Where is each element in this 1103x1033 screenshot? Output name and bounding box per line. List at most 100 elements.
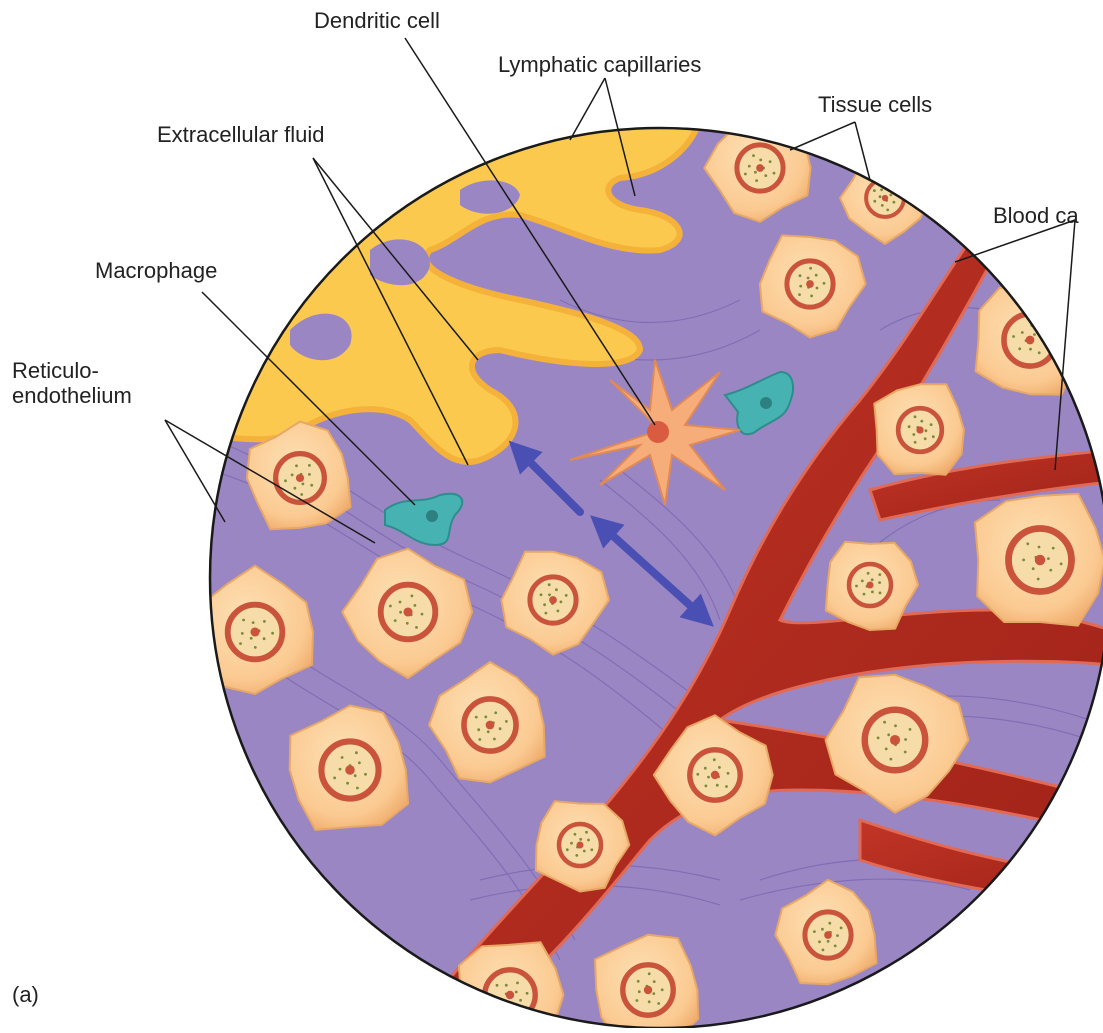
nucleolus [867,582,874,589]
chromatin-dot [727,772,730,775]
chromatin-dot [818,940,821,943]
chromatin-dot [1037,578,1040,581]
chromatin-dot [1026,542,1029,545]
chromatin-dot [883,721,886,724]
chromatin-dot [657,1002,660,1005]
chromatin-dot [932,435,935,438]
chromatin-dot [809,267,812,270]
label-reticulo-line1: Reticulo- [12,358,132,383]
chromatin-dot [834,945,837,948]
chromatin-dot [813,930,816,933]
chromatin-dot [904,751,907,754]
chromatin-dot [496,984,499,987]
chromatin-dot [696,773,699,776]
chromatin-dot [358,761,361,764]
chromatin-dot [890,758,893,761]
chromatin-dot [636,999,639,1002]
chromatin-dot [364,773,367,776]
chromatin-dot [339,768,342,771]
nucleolus [549,596,557,604]
chromatin-dot [516,982,519,985]
chromatin-dot [713,758,716,761]
chromatin-dot [590,848,593,851]
nucleolus [890,735,900,745]
label-lymphatic-capillaries: Lymphatic capillaries [498,52,701,77]
nucleolus [882,195,888,201]
chromatin-dot [406,622,409,625]
leader-tissue-1 [790,122,855,150]
chromatin-dot [389,605,392,608]
chromatin-dot [718,766,721,769]
chromatin-dot [904,738,907,741]
chromatin-dot [648,972,651,975]
chromatin-dot [302,483,305,486]
chromatin-dot [560,601,563,604]
chromatin-dot [755,179,758,182]
chromatin-dot [291,474,294,477]
chromatin-dot [822,949,825,952]
chromatin-dot [707,776,710,779]
nucleolus [403,607,412,616]
chromatin-dot [1012,335,1015,338]
chromatin-dot [764,174,767,177]
chromatin-dot [920,420,923,423]
chromatin-dot [263,637,266,640]
chromatin-dot [821,928,824,931]
chromatin-dot [867,572,870,575]
nucleolus [711,771,719,779]
tissue-cell [874,384,964,474]
chromatin-dot [759,159,762,162]
chromatin-dot [887,733,890,736]
chromatin-dot [894,724,897,727]
chromatin-dot [250,637,253,640]
chromatin-dot [310,484,313,487]
chromatin-dot [754,171,757,174]
chromatin-dot [1060,563,1063,566]
chromatin-dot [653,980,656,983]
nucleolus [806,280,814,288]
chromatin-dot [1052,547,1055,550]
chromatin-dot [295,464,298,467]
chromatin-dot [836,934,839,937]
chromatin-dot [816,287,819,290]
chromatin-dot [912,433,915,436]
chromatin-dot [493,738,496,741]
chromatin-dot [908,425,911,428]
label-macrophage: Macrophage [95,258,217,283]
chromatin-dot [1049,569,1052,572]
chromatin-dot [890,194,893,197]
chromatin-dot [661,988,664,991]
chromatin-dot [879,592,882,595]
nucleolus [345,765,355,775]
tissue-cell [976,287,1088,395]
chromatin-dot [515,991,518,994]
nucleolus [644,986,652,994]
chromatin-dot [705,785,708,788]
chromatin-dot [863,593,866,596]
nucleolus [1026,336,1035,345]
chromatin-dot [570,842,573,845]
chromatin-dot [487,730,490,733]
chromatin-dot [880,188,883,191]
chromatin-dot [881,204,884,207]
chromatin-dot [924,437,927,440]
chromatin-dot [810,295,813,298]
chromatin-dot [394,619,397,622]
chromatin-dot [356,787,359,790]
label-panel-a: (a) [12,982,39,1007]
nucleolus [577,842,584,849]
chromatin-dot [871,578,874,581]
chromatin-dot [1038,546,1041,549]
chromatin-dot [399,611,402,614]
label-reticulo-line2: endothelium [12,383,132,408]
chromatin-dot [263,620,266,623]
chromatin-dot [548,593,551,596]
chromatin-dot [545,612,548,615]
leader-lymphatic-1 [570,78,605,140]
chromatin-dot [574,833,577,836]
label-extracellular-fluid: Extracellular fluid [157,122,325,147]
chromatin-dot [494,711,497,714]
nucleolus [1035,555,1046,566]
